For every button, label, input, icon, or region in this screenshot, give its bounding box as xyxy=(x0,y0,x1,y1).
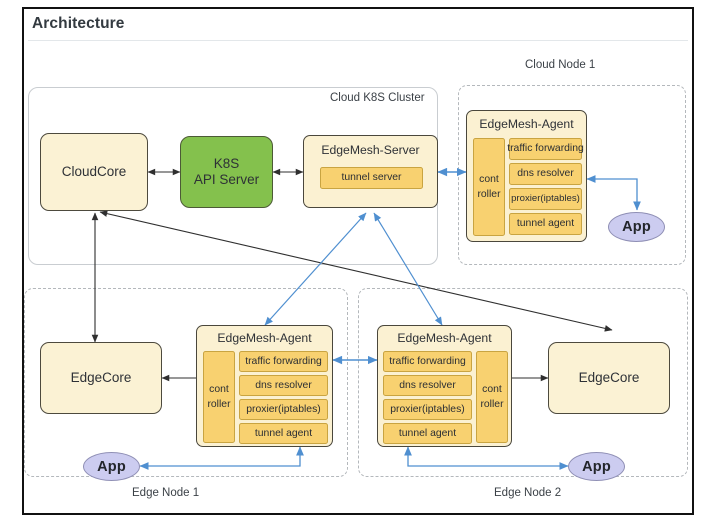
controller-line2: roller xyxy=(477,189,501,200)
k8s-api-server-line1: K8S xyxy=(213,155,240,171)
cloud-node-1-label: Cloud Node 1 xyxy=(525,59,596,71)
cloud-k8s-cluster-label: Cloud K8S Cluster xyxy=(330,92,425,104)
controller-line1: cont xyxy=(482,383,502,395)
proxier-iptables-sub-edge2[interactable]: proxier(iptables) xyxy=(383,399,472,420)
k8s-api-server-box[interactable]: K8S API Server xyxy=(180,136,273,208)
edgemesh-agent-cloud1-title: EdgeMesh-Agent xyxy=(479,117,574,131)
controller-sub-edge2[interactable]: cont roller xyxy=(476,351,508,443)
tunnel-agent-sub-cloud1[interactable]: tunnel agent xyxy=(509,213,582,235)
controller-line1: cont xyxy=(479,173,499,185)
dns-resolver-sub-edge1[interactable]: dns resolver xyxy=(239,375,328,396)
traffic-forwarding-sub-edge2[interactable]: traffic forwarding xyxy=(383,351,472,372)
edgecore-2-box[interactable]: EdgeCore xyxy=(548,342,670,414)
page-title: Architecture xyxy=(32,15,125,32)
tunnel-agent-sub-edge2[interactable]: tunnel agent xyxy=(383,423,472,444)
edgemesh-agent-edge2-box[interactable]: EdgeMesh-Agent traffic forwarding dns re… xyxy=(377,325,512,447)
edgemesh-agent-cloud1-box[interactable]: EdgeMesh-Agent cont roller traffic forwa… xyxy=(466,110,587,242)
traffic-forwarding-sub-cloud1[interactable]: traffic forwarding xyxy=(507,138,584,160)
tunnel-agent-sub-edge1[interactable]: tunnel agent xyxy=(239,423,328,444)
dns-resolver-sub-cloud1[interactable]: dns resolver xyxy=(509,163,582,185)
dns-resolver-sub-edge2[interactable]: dns resolver xyxy=(383,375,472,396)
edgemesh-agent-edge1-title: EdgeMesh-Agent xyxy=(217,331,312,345)
controller-sub-edge1[interactable]: cont roller xyxy=(203,351,235,443)
edgemesh-server-box[interactable]: EdgeMesh-Server tunnel server xyxy=(303,135,438,208)
title-divider xyxy=(28,40,688,41)
edgemesh-server-title: EdgeMesh-Server xyxy=(321,143,420,157)
proxier-iptables-sub-cloud1[interactable]: proxier(iptables) xyxy=(509,188,582,210)
traffic-forwarding-sub-edge1[interactable]: traffic forwarding xyxy=(239,351,328,372)
app-cloud1[interactable]: App xyxy=(608,212,665,242)
cloudcore-box[interactable]: CloudCore xyxy=(40,133,148,211)
edgemesh-agent-edge2-title: EdgeMesh-Agent xyxy=(397,331,492,345)
app-edge1[interactable]: App xyxy=(83,452,140,481)
controller-line2: roller xyxy=(480,399,504,410)
tunnel-server-sub[interactable]: tunnel server xyxy=(320,167,423,189)
k8s-api-server-line2: API Server xyxy=(193,172,260,187)
app-edge2[interactable]: App xyxy=(568,452,625,481)
edgecore-1-box[interactable]: EdgeCore xyxy=(40,342,162,414)
edge-node-1-label: Edge Node 1 xyxy=(132,487,200,499)
controller-line2: roller xyxy=(207,399,231,410)
proxier-iptables-sub-edge1[interactable]: proxier(iptables) xyxy=(239,399,328,420)
edge-node-2-label: Edge Node 2 xyxy=(494,487,562,499)
controller-line1: cont xyxy=(209,383,229,395)
controller-sub-cloud1[interactable]: cont roller xyxy=(473,138,505,236)
edgemesh-agent-edge1-box[interactable]: EdgeMesh-Agent cont roller traffic forwa… xyxy=(196,325,333,447)
